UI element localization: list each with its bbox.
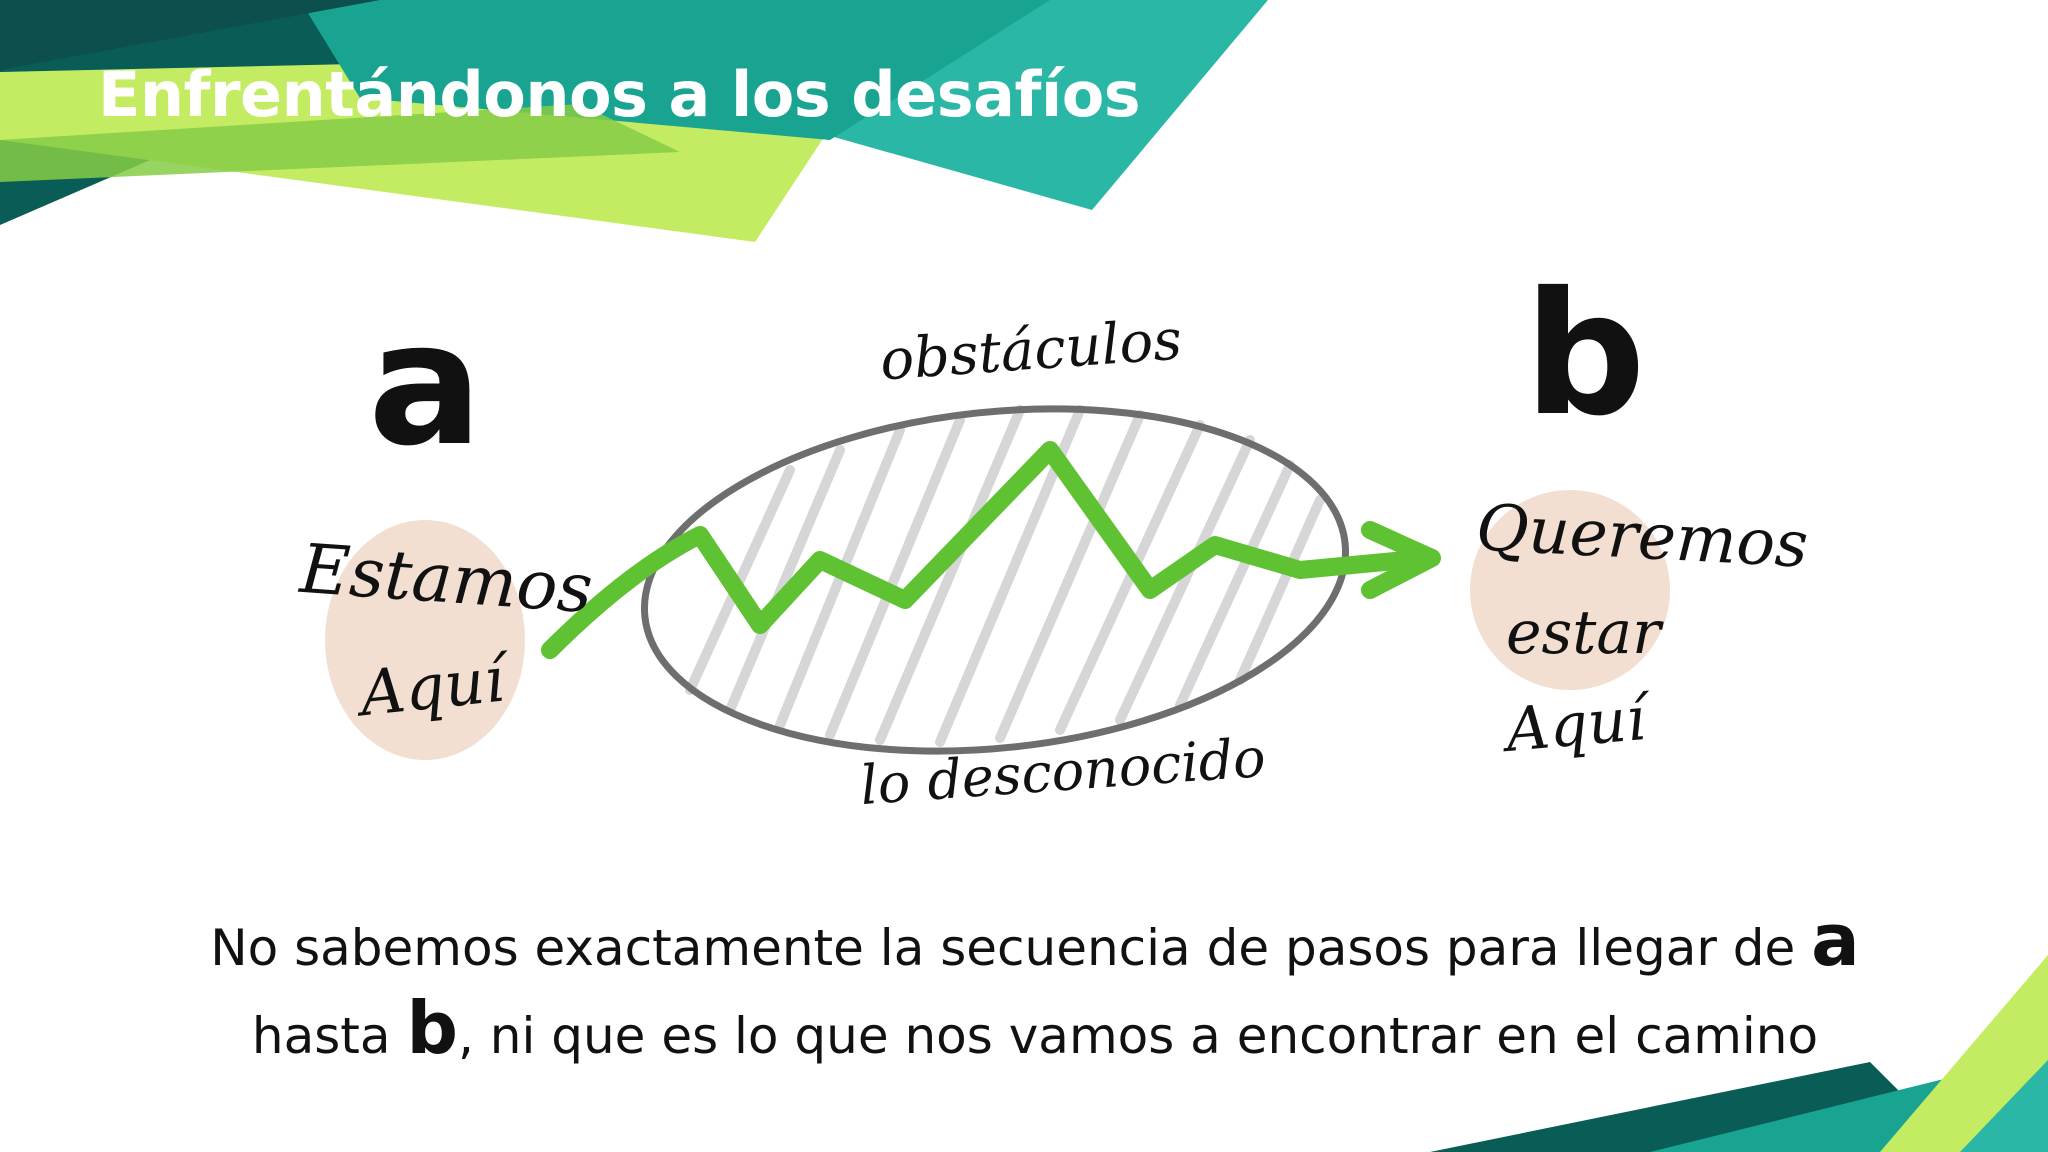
caption-part2: hasta — [251, 1007, 407, 1065]
obstacles-ellipse — [640, 405, 1350, 755]
start-text-line2: Aquí — [356, 642, 508, 731]
deco-teal — [300, 0, 1050, 140]
top-decoration — [0, 0, 1268, 242]
caption-part1: No sabemos exactamente la secuencia de p… — [210, 919, 1812, 977]
path-arrow-head — [1361, 521, 1441, 599]
deco-green — [0, 104, 680, 182]
caption-letter-b: b — [406, 986, 458, 1070]
caption: No sabemos exactamente la secuencia de p… — [140, 900, 1930, 1076]
path-arrow-line — [541, 441, 1414, 659]
end-letter: b — [1524, 256, 1646, 454]
caption-letter-a: a — [1811, 898, 1860, 982]
end-text-line3: Aquí — [1503, 684, 1649, 766]
end-text-line2: estar — [1506, 598, 1661, 668]
slide-title: Enfrentándonos a los desafíos — [98, 58, 1141, 131]
deco-dark-top — [0, 0, 380, 70]
end-blush-blob — [1470, 490, 1670, 690]
caption-part3: , ni que es lo que nos vamos a encontrar… — [457, 1007, 1819, 1065]
start-letter: a — [368, 286, 483, 484]
start-blush-blob — [325, 520, 525, 760]
